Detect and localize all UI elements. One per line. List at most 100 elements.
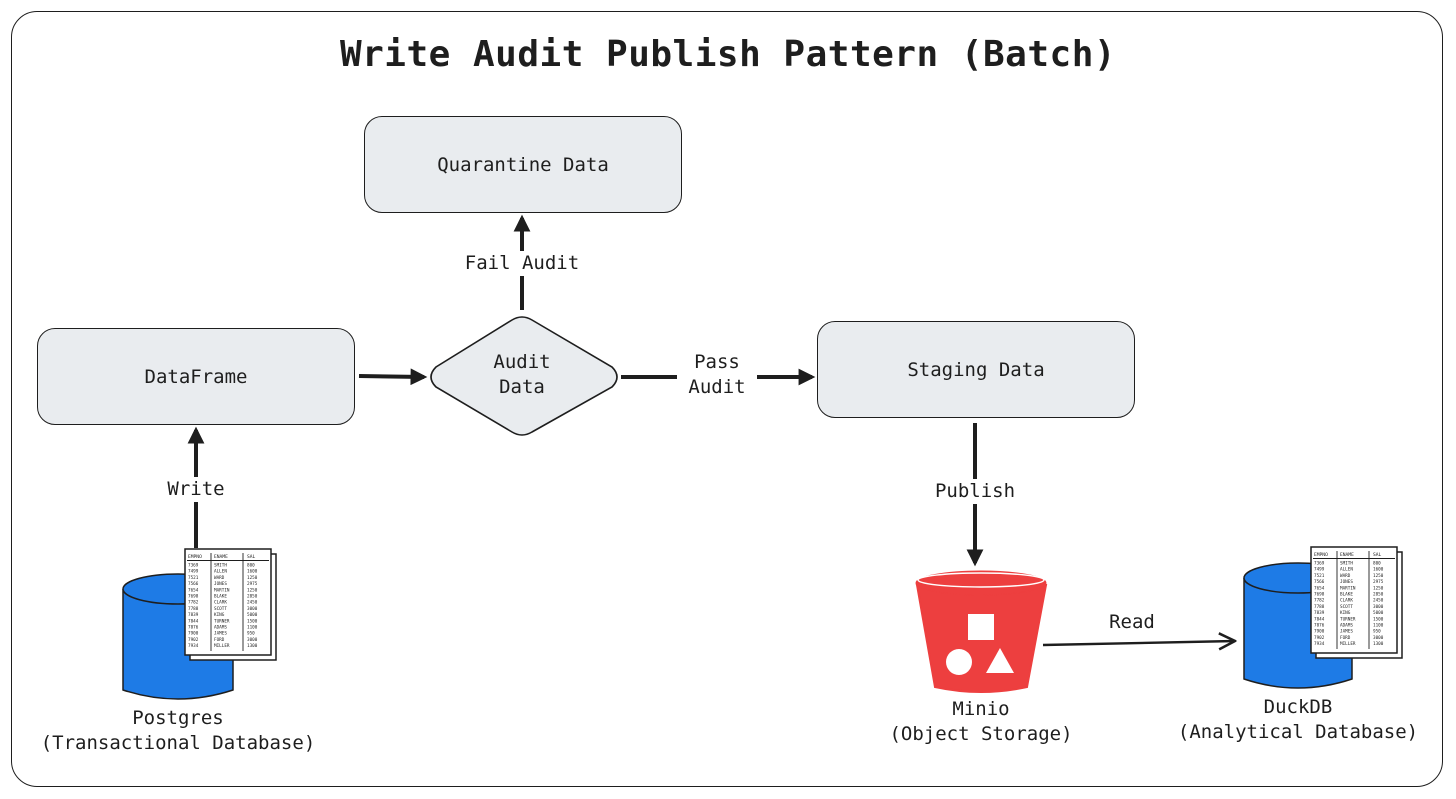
duckdb-table-header-0: EMPNO bbox=[1314, 552, 1328, 558]
postgres-table-cell-8-2: 5000 bbox=[247, 612, 258, 618]
duckdb-table-cell-3-2: 2975 bbox=[1373, 579, 1384, 585]
postgres-table-cell-7-1: SCOTT bbox=[214, 606, 227, 612]
postgres-table-cell-10-0: 7876 bbox=[188, 625, 199, 631]
minio-name: Minio bbox=[952, 698, 1010, 720]
fail-audit-label: Fail Audit bbox=[462, 251, 582, 276]
postgres-table-cell-4-2: 1250 bbox=[247, 587, 258, 593]
duckdb-table-cell-13-0: 7934 bbox=[1314, 641, 1325, 647]
staging-data-box: Staging Data bbox=[817, 321, 1135, 418]
duckdb-table-cell-4-1: MARTIN bbox=[1340, 585, 1356, 591]
duckdb-table-cell-2-2: 1250 bbox=[1373, 573, 1384, 579]
postgres-table-cell-6-0: 7782 bbox=[188, 600, 199, 606]
dataframe-box: DataFrame bbox=[37, 328, 355, 425]
postgres-table-header-2: SAL bbox=[247, 554, 256, 560]
postgres-table-cell-12-1: FORD bbox=[214, 637, 225, 643]
duckdb-table-header-2: SAL bbox=[1373, 552, 1382, 558]
duckdb-name: DuckDB bbox=[1263, 696, 1333, 718]
postgres-desc: (Transactional Database) bbox=[40, 732, 316, 754]
postgres-table-cell-12-0: 7902 bbox=[188, 637, 199, 643]
minio-label: Minio (Object Storage) bbox=[871, 697, 1091, 747]
pass-audit-line2: Audit bbox=[688, 376, 746, 398]
duckdb-table-cell-5-0: 7698 bbox=[1314, 592, 1325, 598]
duckdb-table-cell-0-2: 800 bbox=[1373, 561, 1381, 567]
postgres-table-cell-11-0: 7900 bbox=[188, 631, 199, 637]
duckdb-table-cell-12-0: 7902 bbox=[1314, 635, 1325, 641]
duckdb-table-cell-11-2: 950 bbox=[1373, 629, 1381, 635]
postgres-table-cell-0-2: 800 bbox=[247, 563, 255, 569]
quarantine-data-label: Quarantine Data bbox=[437, 153, 609, 176]
postgres-table-cell-0-0: 7369 bbox=[188, 563, 199, 569]
duckdb-table-cell-12-1: FORD bbox=[1340, 635, 1351, 641]
duckdb-table-cell-7-1: SCOTT bbox=[1340, 604, 1353, 610]
postgres-table-cell-3-0: 7566 bbox=[188, 581, 199, 587]
duckdb-table-cell-2-1: WARD bbox=[1340, 573, 1351, 579]
duckdb-table-cell-10-1: ADAMS bbox=[1340, 623, 1353, 629]
postgres-table-cell-8-1: KING bbox=[214, 612, 225, 618]
duckdb-desc: (Analytical Database) bbox=[1177, 721, 1419, 743]
postgres-table-cell-0-1: SMITH bbox=[214, 563, 227, 569]
duckdb-table-cell-4-2: 1250 bbox=[1373, 585, 1384, 591]
duckdb-table-cell-6-1: CLARK bbox=[1340, 598, 1353, 604]
postgres-table-cell-12-2: 3000 bbox=[247, 637, 258, 643]
duckdb-table-cell-13-2: 1300 bbox=[1373, 641, 1384, 647]
audit-diamond bbox=[430, 316, 618, 436]
postgres-table-header-1: ENAME bbox=[214, 554, 228, 560]
write-label: Write bbox=[156, 477, 236, 502]
duckdb-table-cell-9-2: 1500 bbox=[1373, 616, 1384, 622]
postgres-table-cell-10-1: ADAMS bbox=[214, 625, 227, 631]
duckdb-table-header-1: ENAME bbox=[1340, 552, 1354, 558]
duckdb-table-cell-5-1: BLAKE bbox=[1340, 592, 1353, 598]
duckdb-table-cell-3-1: JONES bbox=[1340, 579, 1353, 585]
duckdb-table-cell-8-1: KING bbox=[1340, 610, 1351, 616]
duckdb-table-cell-6-2: 2450 bbox=[1373, 598, 1384, 604]
duckdb-table-cell-0-0: 7369 bbox=[1314, 561, 1325, 567]
duckdb-table-cell-7-0: 7788 bbox=[1314, 604, 1325, 610]
duckdb-table-cell-9-1: TURNER bbox=[1340, 616, 1356, 622]
duckdb-table-cell-13-1: MILLER bbox=[1340, 641, 1356, 647]
dataframe-label: DataFrame bbox=[144, 365, 248, 388]
postgres-table-cell-4-0: 7654 bbox=[188, 587, 199, 593]
postgres-table-header-0: EMPNO bbox=[188, 554, 202, 560]
duckdb-table-cell-4-0: 7654 bbox=[1314, 585, 1325, 591]
postgres-table-cell-7-0: 7788 bbox=[188, 606, 199, 612]
postgres-table-cell-13-2: 1300 bbox=[247, 643, 258, 649]
postgres-table-cell-9-2: 1500 bbox=[247, 618, 258, 624]
postgres-table-cell-2-0: 7521 bbox=[188, 575, 199, 581]
audit-data-line2: Data bbox=[499, 376, 545, 398]
staging-data-label: Staging Data bbox=[907, 358, 1045, 381]
publish-label: Publish bbox=[925, 479, 1025, 504]
arrow-dataframe-to-audit bbox=[358, 368, 428, 386]
duckdb-table-cell-0-1: SMITH bbox=[1340, 561, 1353, 567]
duckdb-table-cell-11-1: JAMES bbox=[1340, 629, 1353, 635]
postgres-label: Postgres (Transactional Database) bbox=[28, 706, 328, 756]
postgres-table-cell-5-0: 7698 bbox=[188, 594, 199, 600]
postgres-table-cell-9-1: TURNER bbox=[214, 618, 230, 624]
pass-audit-label: Pass Audit bbox=[677, 350, 757, 400]
audit-data-line1: Audit bbox=[493, 351, 551, 373]
minio-desc: (Object Storage) bbox=[889, 723, 1073, 745]
arrow-minio-to-duckdb bbox=[1042, 641, 1235, 645]
postgres-table-cell-3-2: 2975 bbox=[247, 581, 258, 587]
duckdb-table-cell-3-0: 7566 bbox=[1314, 579, 1325, 585]
postgres-table-cell-1-2: 1600 bbox=[247, 569, 258, 575]
postgres-table-cell-7-2: 3000 bbox=[247, 606, 258, 612]
postgres-table-cell-2-1: WARD bbox=[214, 575, 225, 581]
duckdb-table-cell-1-0: 7499 bbox=[1314, 567, 1325, 573]
postgres-table-cell-11-1: JAMES bbox=[214, 631, 227, 637]
postgres-table-cell-11-2: 950 bbox=[247, 631, 255, 637]
postgres-name: Postgres bbox=[132, 707, 224, 729]
quarantine-data-box: Quarantine Data bbox=[364, 116, 682, 213]
postgres-table-cell-1-1: ALLEN bbox=[214, 569, 227, 575]
postgres-table-cell-2-2: 1250 bbox=[247, 575, 258, 581]
postgres-table-cell-6-1: CLARK bbox=[214, 600, 227, 606]
duckdb-table-cell-1-2: 1600 bbox=[1373, 567, 1384, 573]
read-label: Read bbox=[1109, 611, 1155, 633]
duckdb-table-cell-8-2: 5000 bbox=[1373, 610, 1384, 616]
duckdb-label: DuckDB (Analytical Database) bbox=[1168, 695, 1428, 745]
duckdb-table-cell-11-0: 7900 bbox=[1314, 629, 1325, 635]
